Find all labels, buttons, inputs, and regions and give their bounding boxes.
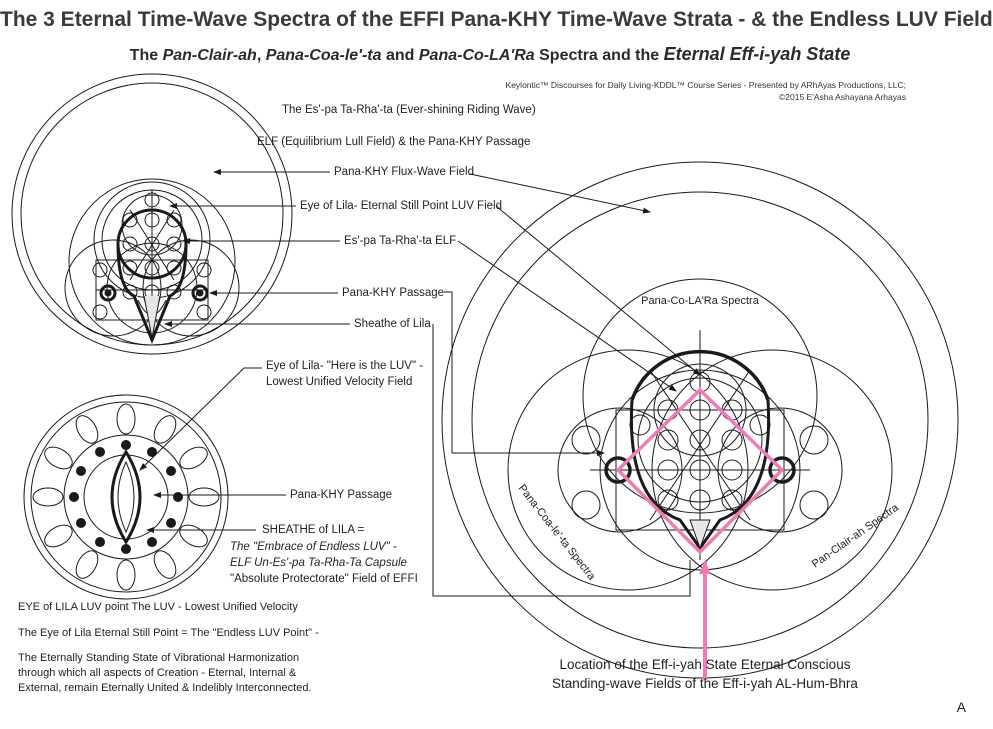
label-passage-1: Pana-KHY Passage [342, 287, 445, 299]
flower-petal [116, 403, 136, 435]
label-embrace: The "Embrace of Endless LUV" - [230, 541, 397, 553]
note-standing-3: External, remain Eternally United & Inde… [18, 682, 312, 694]
flower-petal [179, 446, 208, 470]
note-still-point: The Eye of Lila Eternal Still Point = Th… [18, 627, 319, 639]
flower-sheathe-lens [110, 449, 142, 545]
eye-right-arrow [495, 205, 701, 376]
page-title: The 3 Eternal Time-Wave Spectra of the E… [0, 8, 993, 31]
subtitle-spectra-3: Pana-Co-LA'Ra [418, 47, 535, 64]
flower-node [95, 446, 105, 457]
flower-node [166, 518, 177, 528]
subtitle-sep: , [256, 47, 266, 64]
flower-petal [44, 446, 73, 470]
subtitle-spectra-1: Pan-Clair-ah [162, 47, 257, 64]
label-capsule: ELF Un-Es'-pa Ta-Rha-Ta Capsule [230, 557, 407, 569]
label-sheathe: Sheathe of Lila [354, 318, 431, 330]
flux-right-arrow [469, 173, 651, 214]
note-standing-1: The Eternally Standing State of Vibratio… [18, 652, 300, 664]
flower-petal [188, 487, 220, 507]
corner-letter: A [956, 699, 966, 715]
note-eye-point: EYE of LILA LUV point The LUV - Lowest U… [18, 601, 298, 613]
flower-outer-circle [23, 394, 229, 600]
top-left-spectra-figure [11, 73, 293, 355]
subtitle-spectra-2: Pana-Coa-le'-ta [265, 47, 382, 64]
label-eye-lila-still: Eye of Lila- Eternal Still Point LUV Fie… [300, 200, 502, 212]
credit-line-1: Keylontic™ Discourses for Daily Living-K… [505, 80, 906, 90]
flower-petal [75, 550, 99, 579]
label-sheathe-caps: SHEATHE of LILA = [262, 524, 365, 536]
flower-petal [116, 559, 136, 591]
flower-node [95, 537, 105, 548]
eye-luv-arrow [139, 367, 262, 471]
right-spectra-figure [441, 161, 959, 679]
right-outer-circle-2 [471, 191, 929, 649]
label-eye-luv-2: Lowest Unified Velocity Field [266, 376, 413, 388]
espa-right-arrow [457, 240, 677, 392]
note-standing-2: through which all aspects of Creation - … [18, 667, 297, 679]
flower-node [173, 492, 183, 502]
sheathe-right-line [432, 324, 691, 597]
flower-petal [153, 550, 177, 579]
flower-node [75, 518, 86, 528]
flower-node [69, 492, 79, 502]
flower-node [147, 446, 157, 457]
flower-node [121, 544, 131, 554]
pan-clair-ah-label: Pan-Clair-ah Spectra [810, 501, 902, 570]
label-elf: ELF (Equilibrium Lull Field) & the Pana-… [257, 136, 531, 148]
page-subtitle: The Pan-Clair-ah, Pana-Coa-le'-ta and Pa… [0, 44, 980, 65]
flower-node [75, 466, 86, 476]
subtitle-mid: and [381, 47, 419, 64]
flower-node [147, 537, 157, 548]
flower-petal [44, 524, 73, 548]
flower-petal-ring [32, 403, 220, 591]
eff-i-yah-diamond [615, 387, 785, 555]
passage-right-arrow [444, 291, 605, 456]
leader-lines [139, 169, 701, 597]
credit-line-2: ©2015 E'Asha Ashayana Arhayas [779, 92, 906, 102]
pana-co-lara-label: Pana-Co-LA'Ra Spectra [641, 295, 760, 307]
label-eye-luv-1: Eye of Lila- "Here is the LUV" - [266, 360, 424, 372]
flower-petal [179, 524, 208, 548]
label-protectorate: "Absolute Protectorate" Field of EFFI [230, 573, 418, 585]
flower-node [166, 466, 177, 476]
flower-petal [153, 415, 177, 444]
location-caption-1: Location of the Eff-i-yah State Eternal … [559, 657, 851, 672]
label-passage-2: Pana-KHY Passage [290, 489, 393, 501]
right-eye-node [768, 456, 796, 484]
label-riding-wave: The Es'-pa Ta-Rha'-ta (Ever-shining Ridi… [282, 104, 536, 116]
flower-node [121, 440, 131, 450]
right-outer-circle-1 [441, 161, 959, 679]
subtitle-pre: The [129, 47, 163, 64]
lila-flower-figure [23, 394, 229, 600]
subtitle-post: Spectra and the [534, 47, 664, 64]
label-flux-wave: Pana-KHY Flux-Wave Field [334, 166, 474, 178]
pana-coa-leta-label: Pana-Coa-le'-ta Spectra [516, 482, 598, 583]
label-espa-elf: Es'-pa Ta-Rha'-ta ELF [344, 235, 457, 247]
flower-petal [32, 487, 64, 507]
left-eye-node [604, 456, 632, 484]
location-caption-2: Standing-wave Fields of the Eff-i-yah AL… [552, 676, 858, 691]
outer-flux-circle [11, 73, 293, 355]
subtitle-eternal-state: Eternal Eff-i-yah State [663, 44, 851, 64]
flower-petal [75, 415, 99, 444]
